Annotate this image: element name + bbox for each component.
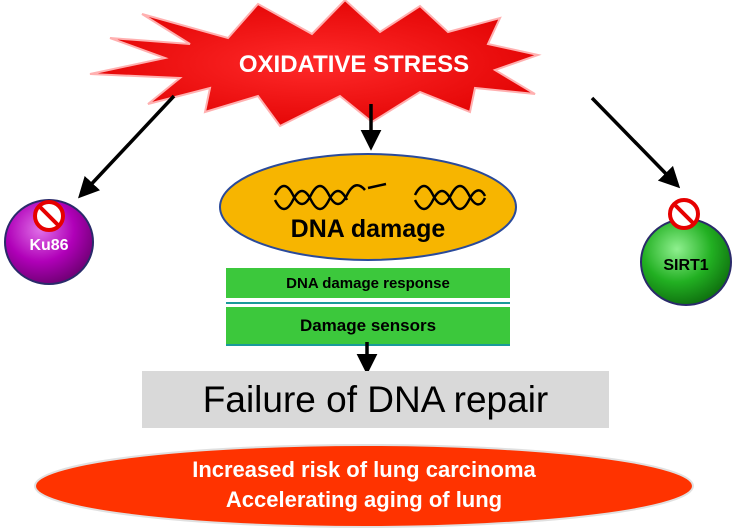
dna-damage-label: DNA damage [291, 215, 446, 243]
dna-damage-ellipse [219, 153, 517, 261]
dna-damage-response-label: DNA damage response [286, 274, 450, 292]
outcome-line-1: Increased risk of lung carcinoma [192, 457, 536, 482]
sirt1-label: SIRT1 [663, 257, 708, 274]
oxidative-stress-starburst [89, 0, 542, 128]
oxidative-stress-label: OXIDATIVE STRESS [239, 51, 469, 78]
damage-sensors-bar [226, 307, 510, 344]
prohibit-icon [33, 200, 65, 232]
dna-damage-response-bar [226, 268, 510, 298]
outcome-ellipse [34, 444, 694, 528]
repair-failure-label: Failure of DNA repair [202, 378, 549, 420]
arrow-to-ku86 [78, 94, 176, 199]
ku86-label: Ku86 [29, 237, 68, 254]
repair-failure-box [142, 371, 609, 428]
outcome-line-2: Accelerating aging of lung [225, 487, 503, 512]
arrow-to-sirt1 [590, 96, 681, 189]
prohibit-icon [668, 198, 700, 230]
dna-strand-icon [273, 182, 487, 211]
damage-sensors-label: Damage sensors [299, 315, 437, 335]
